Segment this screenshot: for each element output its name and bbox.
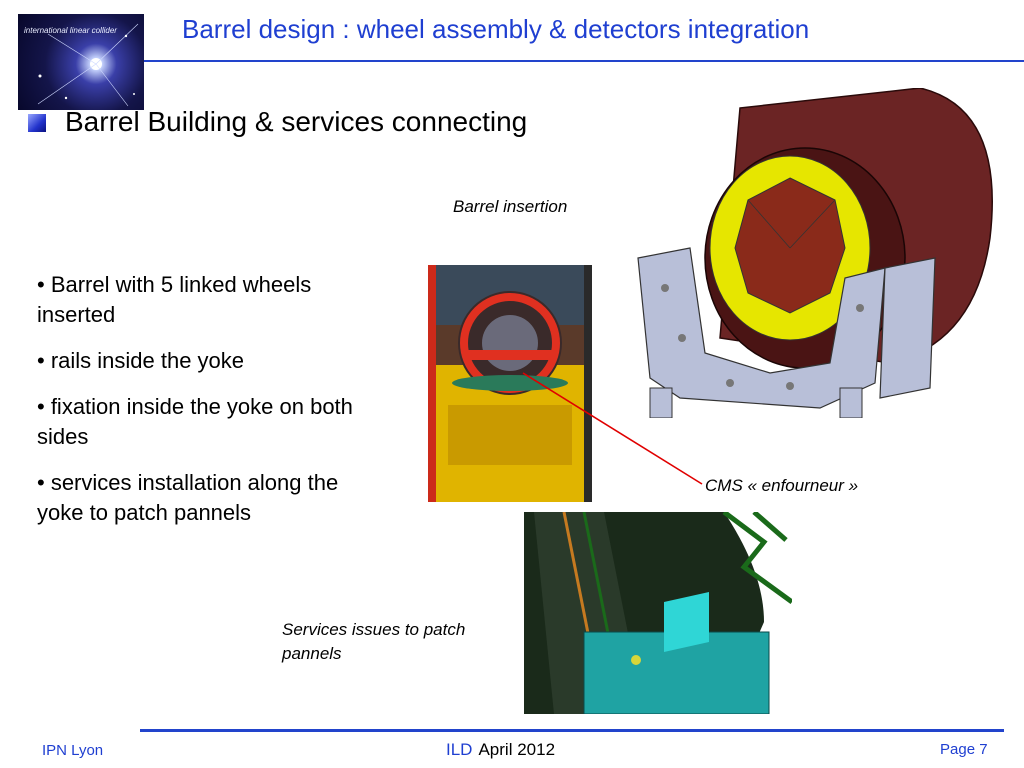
bullet-item: • services installation along the yoke t… xyxy=(37,470,339,525)
services-drawing xyxy=(524,512,792,714)
bullet-item: • Barrel with 5 linked wheels inserted xyxy=(37,272,312,327)
bullet-item: • fixation inside the yoke on both sides xyxy=(37,394,353,449)
logo-starfield xyxy=(37,23,139,107)
logo-text: international linear collider xyxy=(24,26,117,35)
title-divider xyxy=(144,60,1024,62)
square-bullet-icon xyxy=(28,114,46,132)
ilc-logo: international linear collider xyxy=(18,14,144,110)
barrel-insertion-drawing xyxy=(637,88,993,418)
footer-institution: IPN Lyon xyxy=(42,742,104,759)
page-number: Page 7 xyxy=(940,741,988,758)
barrel-insertion-caption: Barrel insertion xyxy=(453,197,568,216)
cms-caption: CMS « enfourneur » xyxy=(705,476,859,495)
bullet-item: • rails inside the yoke xyxy=(37,348,245,373)
slide-title: Barrel design : wheel assembly & detecto… xyxy=(182,14,810,44)
footer-date: April 2012 xyxy=(478,740,556,759)
section-heading: Barrel Building & services connecting xyxy=(65,106,528,137)
footer-center: ILD April 2012 xyxy=(446,740,555,760)
cms-photo xyxy=(428,265,592,502)
footer-brand: ILD xyxy=(446,740,473,759)
bullet-list: • Barrel with 5 linked wheels inserted •… xyxy=(37,270,382,544)
services-caption: Services issues to patch pannels xyxy=(282,620,466,663)
footer-divider xyxy=(140,729,1004,732)
